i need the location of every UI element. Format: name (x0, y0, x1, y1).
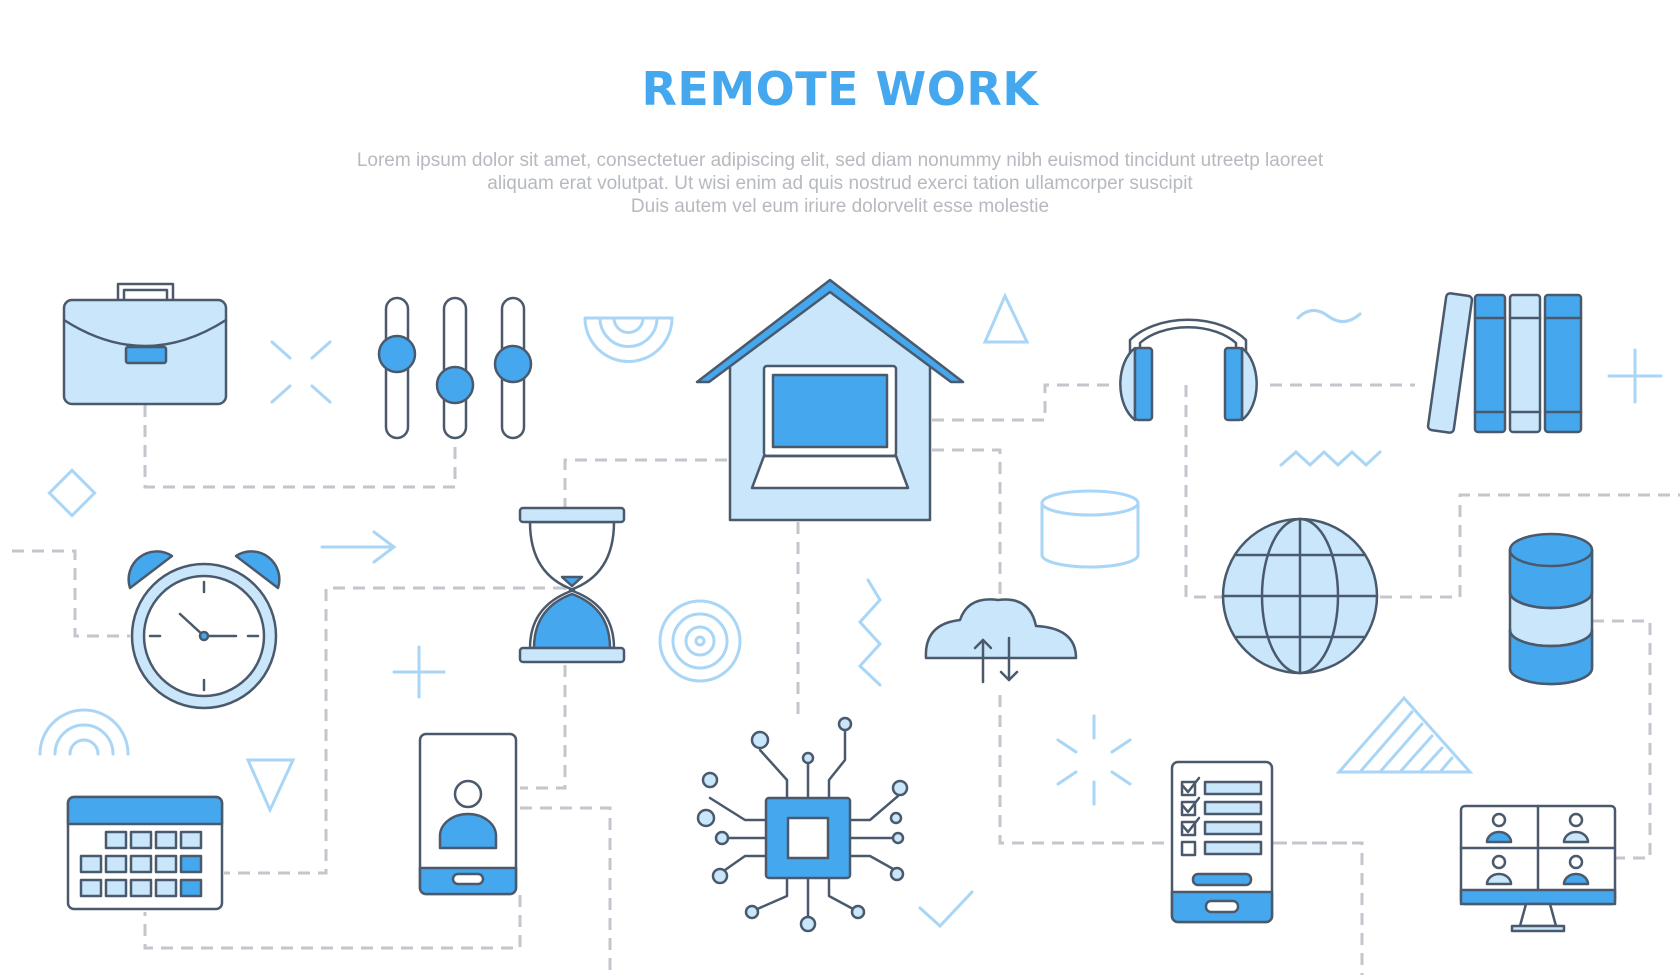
wave-decoration (1296, 309, 1362, 323)
triangle-down-decoration (245, 758, 296, 814)
video-conference-icon (1459, 804, 1617, 933)
checkmark-decoration (918, 890, 974, 929)
hatched-triangle-decoration (1335, 695, 1474, 774)
description-line-3: Duis autem vel eum iriure dolorvelit ess… (630, 196, 1050, 217)
cylinder-decoration (1040, 489, 1140, 569)
page-title: REMOTE WORK (641, 62, 1039, 116)
sliders-icon (377, 296, 533, 440)
zigzag-horizontal-decoration (1279, 449, 1382, 468)
headphones-icon (1119, 318, 1258, 422)
cloud-transfer-icon (924, 598, 1078, 684)
database-icon (1508, 532, 1594, 686)
globe-icon (1221, 517, 1379, 675)
chip-circuit-icon (696, 716, 909, 933)
connector-lines (12, 383, 1680, 975)
target-decoration (658, 599, 742, 683)
zigzag-vertical-decoration (857, 578, 883, 687)
calendar-icon (66, 795, 224, 911)
briefcase-icon (62, 282, 228, 406)
arrow-decoration (320, 530, 397, 564)
description-line-1: Lorem ipsum dolor sit amet, consectetuer… (356, 150, 1324, 171)
books-icon (1426, 292, 1583, 434)
burst-decoration (1056, 714, 1132, 806)
decorations (38, 292, 1663, 929)
checklist-phone-icon (1170, 760, 1274, 924)
phone-profile-icon (418, 732, 518, 896)
plus-decoration (392, 645, 446, 699)
bowl-decoration (583, 316, 674, 363)
half-circles-decoration (38, 708, 130, 756)
house-laptop-icon (695, 278, 965, 522)
triangle-up-decoration (982, 292, 1030, 344)
alarm-clock-icon (127, 550, 281, 710)
diamond-decoration (47, 468, 97, 518)
plus-right-decoration (1607, 348, 1663, 404)
description-line-2: aliquam erat volutpat. Ut wisi enim ad q… (487, 173, 1193, 194)
hourglass-icon (518, 506, 626, 664)
sparkle-decoration (270, 340, 332, 404)
